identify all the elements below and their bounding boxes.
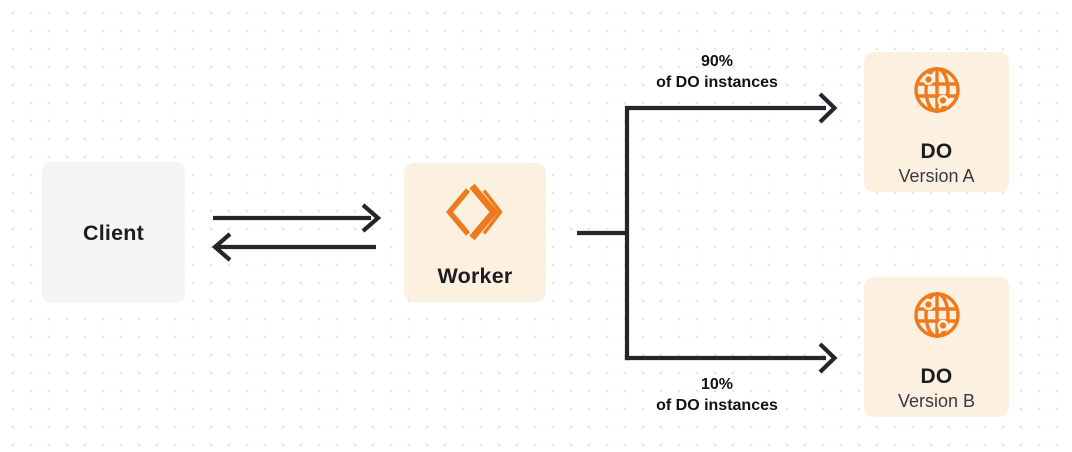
- do-version-b-node: DO Version B: [864, 277, 1009, 417]
- globe-icon: [913, 292, 960, 338]
- worker-node: Worker: [404, 163, 546, 302]
- response-arrow: [211, 232, 376, 262]
- do-a-title: DO: [920, 140, 953, 163]
- do-version-a-node: DO Version A: [864, 52, 1009, 192]
- client-label: Client: [83, 220, 144, 245]
- branch-b-caption: of DO instances: [656, 397, 778, 414]
- branch-a-caption: of DO instances: [656, 74, 778, 91]
- branch-b-label: 10% of DO instances: [617, 374, 817, 416]
- branch-a-percent: 90%: [700, 53, 734, 70]
- client-node: Client: [42, 162, 185, 303]
- worker-label: Worker: [437, 264, 513, 288]
- branch-b-percent: 10%: [700, 376, 734, 393]
- globe-icon: [913, 67, 960, 113]
- do-b-title: DO: [920, 365, 953, 388]
- do-a-version: Version A: [898, 166, 975, 186]
- workers-chevrons-icon: [445, 183, 503, 241]
- do-b-version: Version B: [897, 391, 976, 411]
- request-arrow: [213, 203, 382, 233]
- branch-a-label: 90% of DO instances: [617, 51, 817, 93]
- branch-b-connector: [624, 342, 838, 374]
- branch-a-connector: [624, 92, 838, 361]
